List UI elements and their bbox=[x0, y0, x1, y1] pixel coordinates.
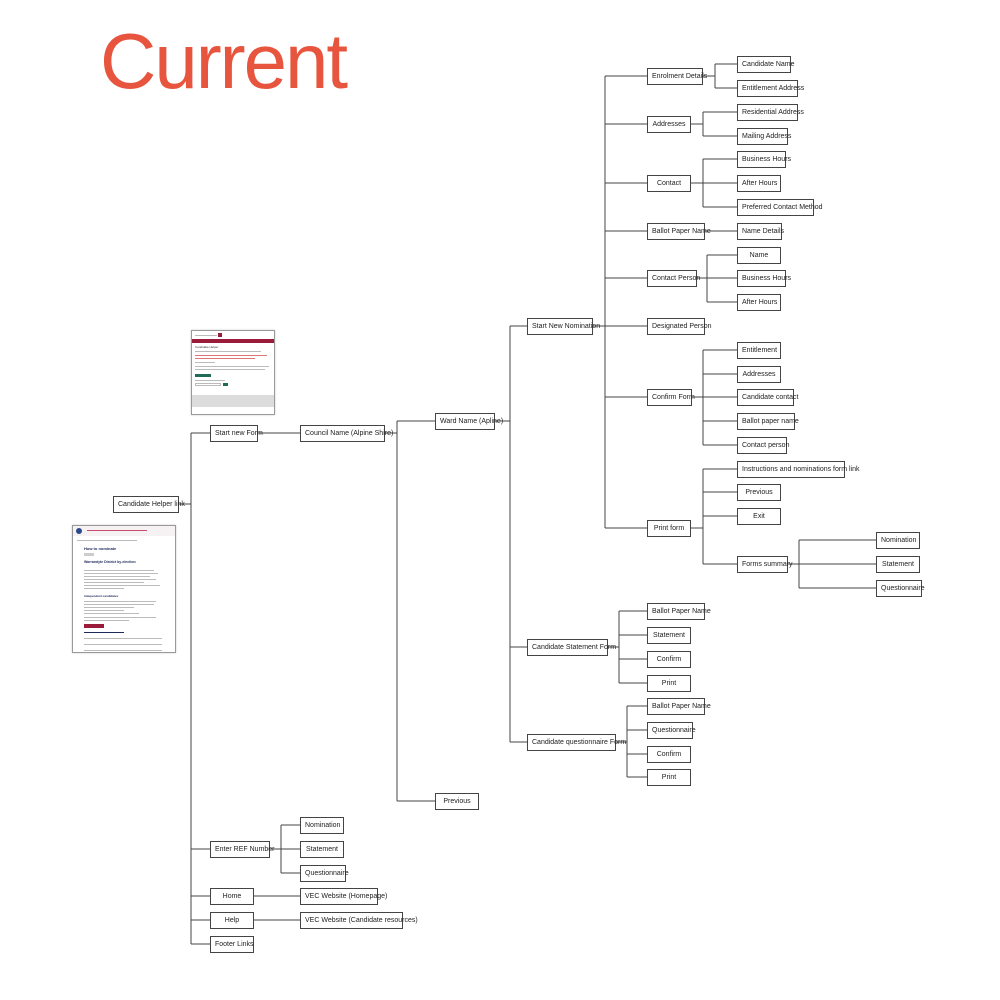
node-instructions-link: Instructions and nominations form link bbox=[737, 461, 860, 478]
node-cqf-ballot-paper-name: Ballot Paper Name bbox=[647, 698, 711, 715]
vec-logo bbox=[76, 528, 82, 534]
node-cf-entitlement: Entitlement bbox=[737, 342, 781, 359]
node-pf-previous: Previous bbox=[737, 484, 781, 501]
node-council-name: Council Name (Alpine Shire) bbox=[300, 425, 393, 442]
node-cf-ballot-paper-name: Ballot paper name bbox=[737, 413, 799, 430]
node-ward-name: Ward Name (Apline) bbox=[435, 413, 503, 430]
node-contact: Contact bbox=[647, 175, 691, 192]
node-cf-candidate-contact: Candidate contact bbox=[737, 389, 798, 406]
node-csf-statement: Statement bbox=[647, 627, 691, 644]
node-confirm-form: Confirm Form bbox=[647, 389, 695, 406]
node-ref-statement: Statement bbox=[300, 841, 344, 858]
node-pf-exit: Exit bbox=[737, 508, 781, 525]
node-start-new-form: Start new Form bbox=[210, 425, 263, 442]
node-vec-candidate-resources: VEC Website (Candidate resources) bbox=[300, 912, 418, 929]
page-title: Current bbox=[100, 17, 348, 105]
thumbnail-small-heading: Candidate Helper bbox=[195, 345, 219, 349]
candidate-helper-thumbnail: Candidate Helper bbox=[191, 330, 275, 415]
thumbnail-accent-bar bbox=[192, 339, 274, 343]
node-cp-after-hours: After Hours bbox=[737, 294, 781, 311]
node-print-form: Print form bbox=[647, 520, 691, 537]
node-name-details: Name Details bbox=[737, 223, 784, 240]
thumbnail-section-heading: Independent candidates bbox=[84, 594, 119, 598]
thumbnail-footer bbox=[192, 395, 274, 407]
thumbnail-start-button bbox=[195, 374, 211, 377]
node-after-hours: After Hours bbox=[737, 175, 781, 192]
node-candidate-statement-form: Candidate Statement Form bbox=[527, 639, 616, 656]
node-footer-links: Footer Links bbox=[210, 936, 254, 953]
node-enter-ref-number: Enter REF Number bbox=[210, 841, 275, 858]
node-cp-name: Name bbox=[737, 247, 781, 264]
node-fs-questionnaire: Questionnaire bbox=[876, 580, 925, 597]
node-cf-addresses: Addresses bbox=[737, 366, 781, 383]
node-forms-summary: Forms summary bbox=[737, 556, 793, 573]
thumbnail-nominate-button bbox=[84, 624, 104, 628]
node-residential-address: Residential Address bbox=[737, 104, 804, 121]
node-cqf-questionnaire: Questionnaire bbox=[647, 722, 696, 739]
thumbnail-header bbox=[73, 526, 175, 536]
vec-logo-small bbox=[218, 333, 222, 337]
node-home: Home bbox=[210, 888, 254, 905]
node-cqf-confirm: Confirm bbox=[647, 746, 691, 763]
node-ref-questionnaire: Questionnaire bbox=[300, 865, 349, 882]
node-csf-print: Print bbox=[647, 675, 691, 692]
node-csf-ballot-paper-name: Ballot Paper Name bbox=[647, 603, 711, 620]
node-candidate-name: Candidate Name bbox=[737, 56, 795, 73]
node-fs-nomination: Nomination bbox=[876, 532, 920, 549]
node-candidate-questionnaire-form: Candidate questionnaire Form bbox=[527, 734, 626, 751]
node-vec-homepage: VEC Website (Homepage) bbox=[300, 888, 387, 905]
node-help: Help bbox=[210, 912, 254, 929]
node-preferred-contact-method: Preferred Contact Method bbox=[737, 199, 823, 216]
node-cf-contact-person: Contact person bbox=[737, 437, 789, 454]
thumbnail-heading: How to nominate bbox=[84, 546, 117, 551]
node-csf-confirm: Confirm bbox=[647, 651, 691, 668]
node-designated-person: Designated Person bbox=[647, 318, 712, 335]
node-entitlement-address: Entitlement Address bbox=[737, 80, 804, 97]
node-cp-business-hours: Business Hours bbox=[737, 270, 791, 287]
node-ward-previous: Previous bbox=[435, 793, 479, 810]
node-ref-nomination: Nomination bbox=[300, 817, 344, 834]
node-ballot-paper-name: Ballot Paper Name bbox=[647, 223, 711, 240]
node-contact-person: Contact Person bbox=[647, 270, 700, 287]
node-mailing-address: Mailing Address bbox=[737, 128, 791, 145]
node-addresses: Addresses bbox=[647, 116, 691, 133]
node-cqf-print: Print bbox=[647, 769, 691, 786]
node-start-new-nomination: Start New Nomination bbox=[527, 318, 600, 335]
node-fs-statement: Statement bbox=[876, 556, 920, 573]
node-business-hours: Business Hours bbox=[737, 151, 791, 168]
thumbnail-subheading: Warrandyte District by-election bbox=[84, 560, 136, 564]
node-candidate-helper-link: Candidate Helper link bbox=[113, 496, 185, 513]
how-to-nominate-thumbnail: How to nominate Warrandyte District by-e… bbox=[72, 525, 176, 653]
node-enrolment-details: Enrolment Details bbox=[647, 68, 707, 85]
